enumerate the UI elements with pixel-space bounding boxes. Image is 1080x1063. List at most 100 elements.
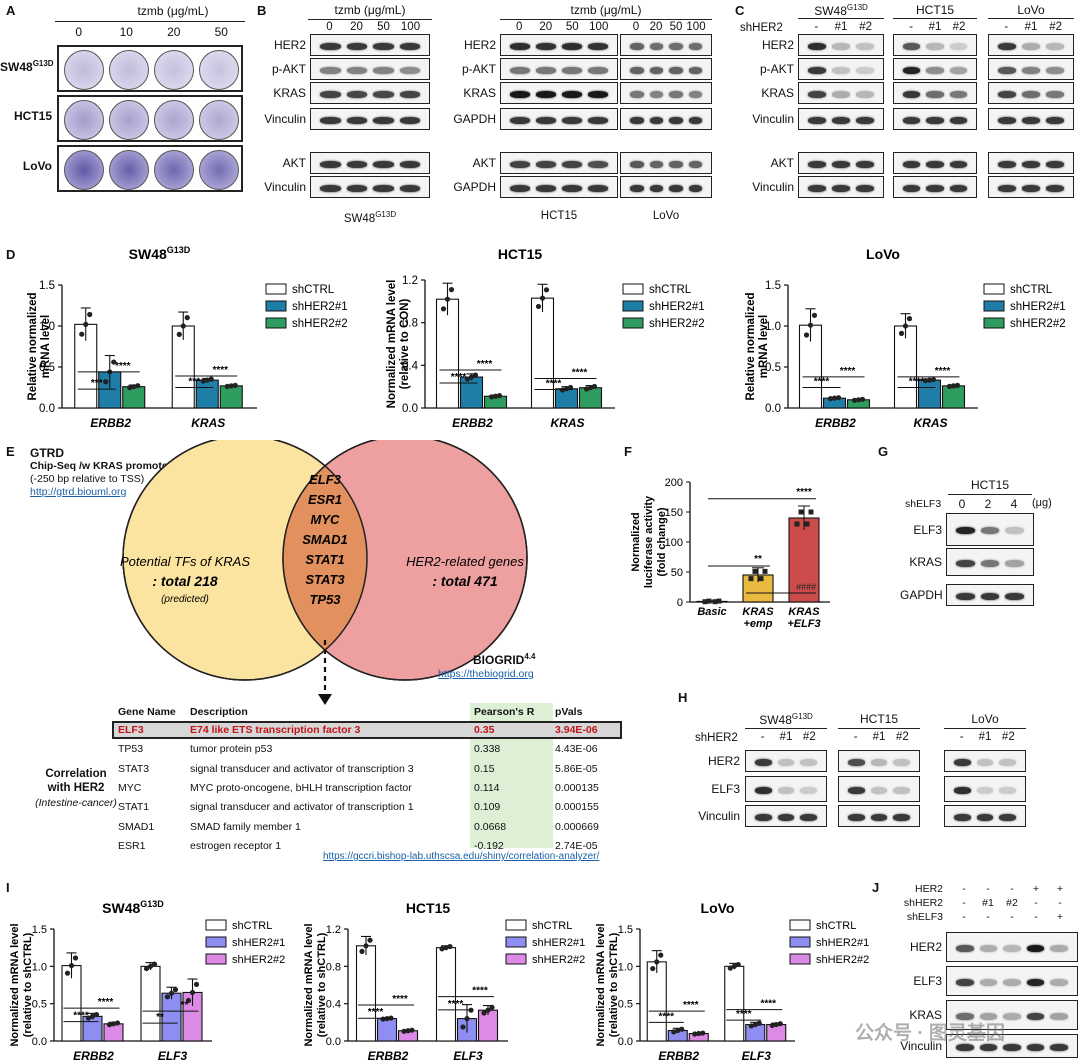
western-blot-strip bbox=[500, 176, 618, 198]
data-point bbox=[131, 384, 137, 390]
blot-band bbox=[373, 42, 394, 50]
data-point bbox=[367, 937, 373, 943]
panel-c-header-line bbox=[798, 18, 884, 19]
colony-plate bbox=[64, 50, 104, 90]
panel-g-cell: HCT15 bbox=[970, 478, 1009, 492]
blot-band bbox=[1046, 160, 1064, 168]
panel-a-treatment: tzmb (μg/mL) bbox=[137, 4, 209, 18]
blot-band bbox=[320, 116, 341, 124]
blot-band bbox=[688, 160, 702, 168]
x-tick-label: Basic bbox=[697, 606, 726, 618]
overlap-gene: TP53 bbox=[309, 592, 341, 607]
blot-band bbox=[1026, 1043, 1045, 1051]
panel-c-header-line bbox=[988, 18, 1074, 19]
bar bbox=[376, 1018, 398, 1042]
chart-title: HCT15 bbox=[498, 246, 543, 262]
blot-band bbox=[800, 758, 817, 766]
x-tick-label: KRAS bbox=[550, 416, 584, 430]
blot-band bbox=[399, 116, 420, 124]
chart-title: SW48G13D bbox=[102, 899, 164, 916]
data-point bbox=[855, 397, 862, 403]
blot-row-label: AKT bbox=[282, 156, 306, 170]
panel-g-header-line bbox=[948, 494, 1032, 495]
blot-band bbox=[688, 116, 702, 124]
correlation-table-link[interactable]: https://gccri.bishop-lab.uthscsa.edu/shi… bbox=[323, 851, 600, 862]
overlap-gene: ESR1 bbox=[308, 492, 342, 507]
blot-row-label: AKT bbox=[472, 156, 496, 170]
blot-band bbox=[669, 90, 683, 98]
table-cell: SMAD family member 1 bbox=[190, 820, 301, 833]
panel-a-dose-label: 20 bbox=[167, 25, 181, 39]
blot-band bbox=[346, 66, 367, 74]
significance-label: **** bbox=[368, 1007, 384, 1018]
blot-band bbox=[1022, 184, 1040, 192]
bar bbox=[724, 965, 745, 1042]
blot-band bbox=[979, 944, 998, 952]
table-cell: STAT3 bbox=[118, 762, 150, 775]
significance-label: **** bbox=[658, 1011, 674, 1022]
data-point bbox=[489, 1004, 495, 1010]
panel-h-group-label: shHER2 bbox=[695, 732, 738, 744]
gtrd-link[interactable]: http://gtrd.biouml.org bbox=[30, 486, 127, 498]
data-point bbox=[488, 394, 495, 400]
blot-band bbox=[669, 184, 683, 192]
bar bbox=[941, 385, 966, 409]
blot-band bbox=[856, 116, 874, 124]
legend-label: shHER2#1 bbox=[649, 301, 705, 313]
blot-band bbox=[800, 813, 817, 821]
blot-band bbox=[562, 90, 582, 98]
data-point bbox=[926, 377, 933, 383]
blot-band bbox=[1026, 944, 1045, 952]
blot-band bbox=[777, 813, 795, 821]
data-point bbox=[111, 359, 117, 365]
panel-label-c: C bbox=[735, 3, 745, 18]
bar bbox=[435, 298, 460, 409]
western-blot-strip bbox=[893, 58, 977, 80]
blot-band bbox=[998, 184, 1016, 192]
blot-band bbox=[808, 160, 826, 168]
blot-band bbox=[956, 592, 975, 600]
panel-j-condition-value: + bbox=[1056, 911, 1064, 923]
panel-a-dose-label: 50 bbox=[214, 25, 228, 39]
blot-band bbox=[649, 90, 663, 98]
panel-b-dose-label: 100 bbox=[686, 21, 706, 33]
blot-band bbox=[320, 66, 341, 74]
blot-band bbox=[956, 944, 974, 952]
table-cell: -0.192 bbox=[474, 839, 504, 852]
blot-band bbox=[536, 42, 556, 50]
blot-row-label: HER2 bbox=[463, 38, 496, 52]
blot-band bbox=[1026, 1012, 1045, 1020]
overlap-gene: MYC bbox=[311, 512, 341, 527]
legend-label: shHER2#1 bbox=[292, 301, 348, 313]
data-point bbox=[692, 1031, 698, 1037]
data-point bbox=[127, 385, 133, 391]
blot-band bbox=[320, 90, 341, 98]
legend-label: shCTRL bbox=[532, 920, 572, 932]
significance-label: *** bbox=[188, 377, 200, 388]
blot-row-label: KRAS bbox=[463, 86, 496, 100]
blot-band bbox=[949, 90, 967, 98]
y-axis-label: (fold change) bbox=[656, 507, 668, 576]
blot-band bbox=[399, 90, 420, 98]
blot-band bbox=[1046, 90, 1064, 98]
blot-band bbox=[536, 116, 556, 124]
blot-band bbox=[649, 42, 663, 50]
blot-band bbox=[926, 42, 944, 50]
blot-row-label: KRAS bbox=[909, 1008, 942, 1022]
blot-band bbox=[510, 184, 530, 192]
legend-label: shCTRL bbox=[816, 920, 856, 932]
panel-c-lane-label: #1 bbox=[928, 21, 942, 33]
data-point bbox=[831, 395, 838, 401]
x-tick-label: +ELF3 bbox=[787, 618, 820, 630]
blot-band bbox=[976, 813, 994, 821]
y-axis-label: Normalized mRNA level bbox=[303, 923, 315, 1046]
panel-label-d: D bbox=[6, 247, 16, 262]
data-point bbox=[583, 386, 590, 392]
blot-band bbox=[1003, 944, 1021, 952]
western-blot-strip bbox=[838, 805, 920, 827]
biogrid-link[interactable]: https://thebiogrid.org bbox=[438, 668, 534, 680]
blot-band bbox=[956, 559, 975, 567]
blot-band bbox=[1050, 978, 1068, 986]
table-row-highlight bbox=[112, 721, 622, 739]
